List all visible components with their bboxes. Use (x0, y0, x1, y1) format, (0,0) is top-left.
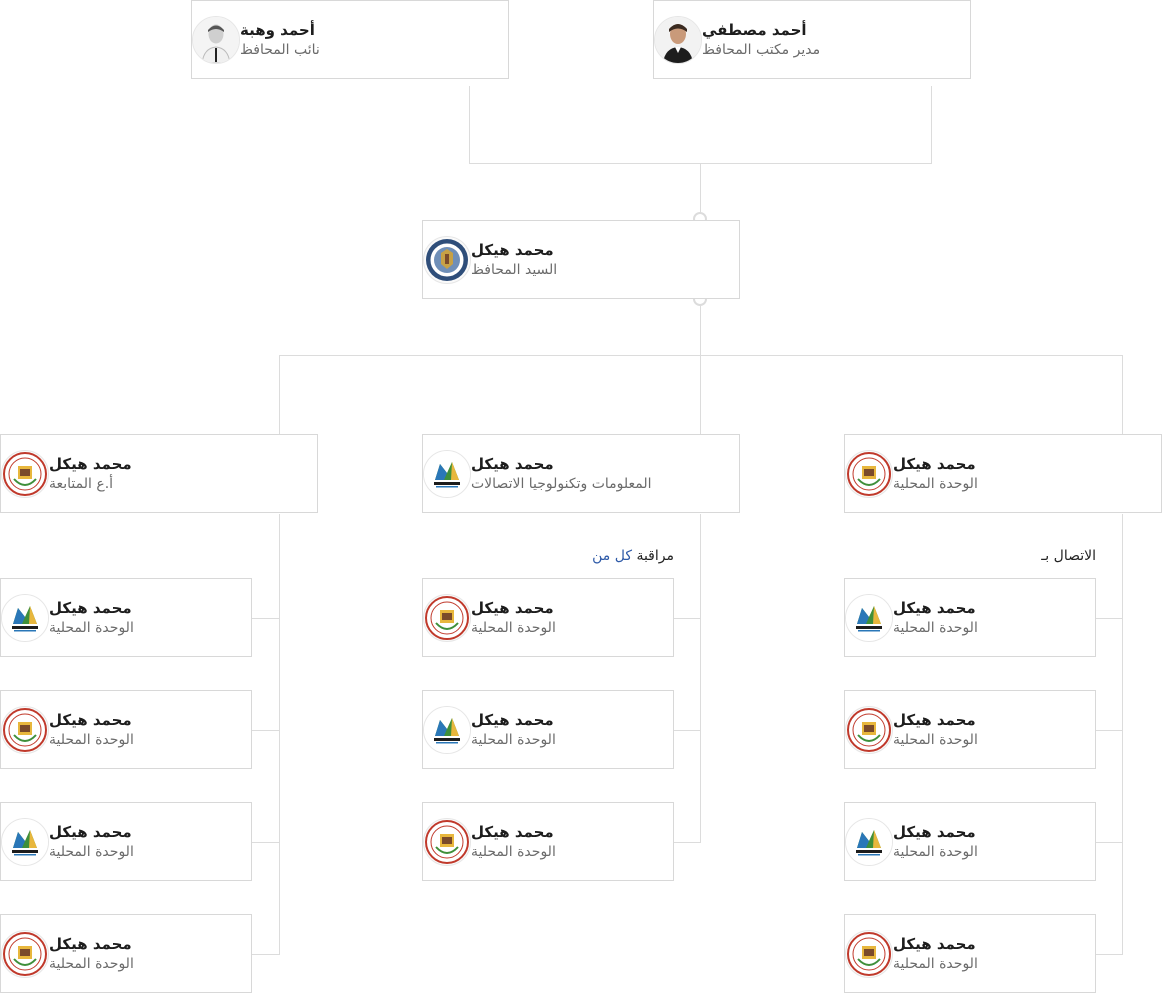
council-logo-icon (423, 449, 471, 498)
person-name: محمد هيكل (471, 240, 554, 259)
governorate-seal-icon (423, 235, 471, 284)
person-photo-icon (192, 15, 240, 64)
person-role: الوحدة المحلية (471, 619, 556, 636)
council-logo-icon (845, 817, 893, 866)
org-card-subunit[interactable]: محمد هيكل الوحدة المحلية (844, 802, 1096, 881)
person-role: نائب المحافظ (240, 41, 320, 58)
person-role: الوحدة المحلية (893, 731, 978, 748)
person-name: محمد هيكل (471, 598, 554, 617)
red-seal-icon (1, 929, 49, 978)
org-card-subunit[interactable]: محمد هيكل الوحدة المحلية (0, 578, 252, 657)
org-card-it-communications[interactable]: محمد هيكل المعلومات وتكنولوجيا الاتصالات (422, 434, 740, 513)
org-card-subunit[interactable]: محمد هيكل الوحدة المحلية (422, 802, 674, 881)
red-seal-icon (1, 705, 49, 754)
council-logo-icon (845, 593, 893, 642)
person-name: محمد هيكل (471, 822, 554, 841)
person-name: محمد هيكل (49, 822, 132, 841)
red-seal-icon (423, 817, 471, 866)
org-card-deputy-governor[interactable]: أحمد وهبة نائب المحافظ (191, 0, 509, 79)
person-name: محمد هيكل (893, 934, 976, 953)
org-card-subunit[interactable]: محمد هيكل الوحدة المحلية (0, 802, 252, 881)
person-name: محمد هيكل (893, 822, 976, 841)
org-card-subunit[interactable]: محمد هيكل الوحدة المحلية (422, 690, 674, 769)
org-card-followup[interactable]: محمد هيكل أ.ع المتابعة (0, 434, 318, 513)
person-name: محمد هيكل (893, 454, 976, 473)
group-label-contact: الاتصال بـ (1041, 548, 1096, 564)
person-role: الوحدة المحلية (49, 843, 134, 860)
person-role: مدير مكتب المحافظ (702, 41, 821, 58)
person-role: الوحدة المحلية (893, 843, 978, 860)
org-card-subunit[interactable]: محمد هيكل الوحدة المحلية (422, 578, 674, 657)
person-name: أحمد وهبة (240, 20, 315, 39)
person-role: الوحدة المحلية (49, 619, 134, 636)
council-logo-icon (1, 817, 49, 866)
person-name: محمد هيكل (893, 710, 976, 729)
person-name: أحمد مصطفي (702, 20, 807, 39)
person-role: أ.ع المتابعة (49, 475, 114, 492)
person-role: الوحدة المحلية (471, 731, 556, 748)
person-name: محمد هيكل (49, 934, 132, 953)
person-name: محمد هيكل (49, 454, 132, 473)
person-role: الوحدة المحلية (893, 955, 978, 972)
group-label-text: الاتصال بـ (1041, 548, 1096, 564)
red-seal-icon (423, 593, 471, 642)
group-label-accent: كل من (592, 548, 632, 564)
person-role: الوحدة المحلية (49, 731, 134, 748)
group-label-text: مراقبة (636, 548, 674, 564)
org-card-subunit[interactable]: محمد هيكل الوحدة المحلية (844, 578, 1096, 657)
person-name: محمد هيكل (893, 598, 976, 617)
red-seal-icon (845, 929, 893, 978)
org-card-office-manager[interactable]: أحمد مصطفي مدير مكتب المحافظ (653, 0, 971, 79)
person-role: الوحدة المحلية (893, 619, 978, 636)
red-seal-icon (845, 705, 893, 754)
group-label-monitoring: مراقبة كل من (592, 548, 674, 564)
person-role: السيد المحافظ (471, 261, 558, 278)
red-seal-icon (845, 449, 893, 498)
person-role: المعلومات وتكنولوجيا الاتصالات (471, 475, 652, 492)
org-card-subunit[interactable]: محمد هيكل الوحدة المحلية (844, 914, 1096, 993)
person-photo-icon (654, 15, 702, 64)
council-logo-icon (423, 705, 471, 754)
red-seal-icon (1, 449, 49, 498)
person-name: محمد هيكل (471, 454, 554, 473)
org-card-subunit[interactable]: محمد هيكل الوحدة المحلية (0, 914, 252, 993)
person-name: محمد هيكل (49, 710, 132, 729)
person-name: محمد هيكل (471, 710, 554, 729)
org-card-local-unit[interactable]: محمد هيكل الوحدة المحلية (844, 434, 1162, 513)
person-role: الوحدة المحلية (471, 843, 556, 860)
org-card-subunit[interactable]: محمد هيكل الوحدة المحلية (0, 690, 252, 769)
council-logo-icon (1, 593, 49, 642)
person-role: الوحدة المحلية (49, 955, 134, 972)
org-card-governor[interactable]: محمد هيكل السيد المحافظ (422, 220, 740, 299)
person-name: محمد هيكل (49, 598, 132, 617)
org-card-subunit[interactable]: محمد هيكل الوحدة المحلية (844, 690, 1096, 769)
person-role: الوحدة المحلية (893, 475, 978, 492)
